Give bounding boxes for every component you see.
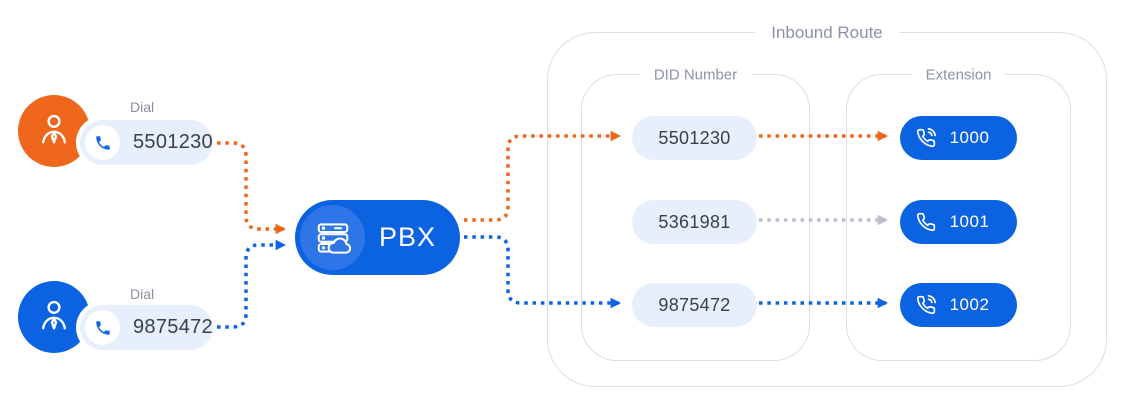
pbx-node: PBX [295,200,460,275]
caller2-avatar [18,281,90,353]
inbound-route-title: Inbound Route [755,23,899,43]
pbx-label: PBX [378,222,437,252]
phone-ringing-icon [916,128,936,148]
phone-icon [916,212,936,232]
caller1-avatar [18,95,90,167]
phone-icon [85,125,120,160]
did-pill-3: 9875472 [632,283,757,327]
person-icon [35,110,73,153]
wire-caller1-to-pbx [217,141,287,235]
extension-title: Extension [911,66,1006,84]
phone-ringing-icon [916,295,936,315]
wire-caller2-to-pbx [217,239,287,329]
did-pill-2: 5361981 [632,200,757,244]
extension-pill-3: 1002 [900,283,1017,327]
extension-number: 1002 [949,295,990,314]
extension-number: 1001 [949,212,990,231]
extension-pill-2: 1001 [900,200,1017,244]
caller1-number-pill: 5501230 [80,120,213,165]
person-icon [35,296,73,339]
phone-icon [85,310,120,345]
caller1-number: 5501230 [133,131,213,153]
did-number-title: DID Number [639,66,752,84]
inbound-route-group: Inbound Route DID Number 5501230 5361981… [547,23,1107,387]
extension-number: 1000 [949,128,990,147]
caller2-dial-label: Dial [130,286,155,302]
server-cloud-icon [300,205,365,270]
caller1-dial-label: Dial [130,99,155,115]
extension-group: Extension 1000 1001 [846,66,1071,361]
caller2-number: 9875472 [133,316,213,338]
caller2-number-pill: 9875472 [80,305,213,350]
did-number-group: DID Number 5501230 5361981 9875472 [581,66,810,361]
extension-pill-1: 1000 [900,116,1017,160]
did-pill-1: 5501230 [632,116,757,160]
